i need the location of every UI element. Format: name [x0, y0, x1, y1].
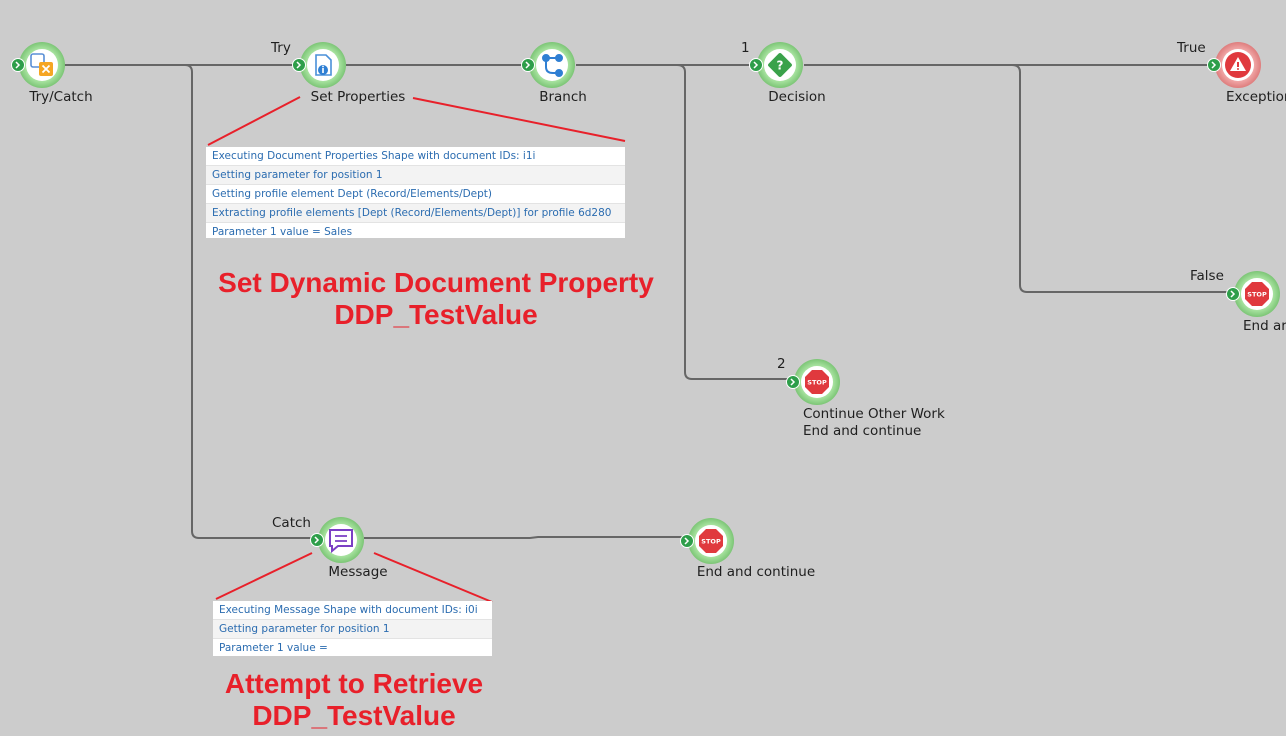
annotation-set-line2: DDP_TestValue [334, 299, 538, 330]
path-label-branch-1: 1 [741, 40, 750, 56]
pointer-set-left [207, 96, 301, 146]
stop-icon: STOP [1245, 282, 1269, 306]
exception-shape[interactable] [1207, 42, 1262, 88]
message-icon [329, 529, 353, 554]
try-catch-icon [30, 53, 53, 76]
pointer-msg-left [215, 552, 313, 600]
svg-text:STOP: STOP [1247, 291, 1267, 299]
stop-branch2-shape[interactable]: STOP [786, 359, 841, 405]
annotation-attempt-retrieve: Attempt to Retrieve DDP_TestValue [225, 668, 483, 732]
log-row: Parameter 1 value = [213, 639, 492, 656]
stop-false-label: End ar [1243, 318, 1286, 334]
path-label-catch: Catch [272, 515, 311, 531]
decision-icon: ? [768, 53, 792, 77]
try-catch-shape[interactable] [11, 42, 66, 88]
decision-label: Decision [768, 89, 826, 105]
pointer-set-right [412, 97, 626, 142]
path-label-branch-2: 2 [777, 356, 786, 372]
stop-catch-label: End and continue [696, 564, 816, 580]
branch-shape[interactable] [521, 42, 576, 88]
annotation-attempt-line1: Attempt to Retrieve [224, 668, 484, 699]
connector-branch-2[interactable] [676, 64, 792, 380]
stop-icon: STOP [805, 370, 829, 394]
pointer-msg-right [373, 552, 493, 603]
connector-message-stop[interactable] [364, 536, 687, 539]
stop-branch2-label-line2: End and continue [803, 423, 922, 439]
log-row: Executing Document Properties Shape with… [206, 147, 625, 166]
log-row: Executing Message Shape with document ID… [213, 601, 492, 620]
branch-label: Branch [539, 89, 587, 105]
stop-branch2-label-line1: Continue Other Work [803, 406, 945, 422]
document-properties-icon [315, 54, 332, 76]
path-label-try: Try [271, 40, 291, 56]
annotation-set-ddp: Set Dynamic Document Property DDP_TestVa… [218, 267, 654, 331]
message-shape[interactable] [310, 517, 365, 563]
svg-text:STOP: STOP [701, 538, 721, 546]
exception-warning-icon [1225, 52, 1251, 78]
message-log-panel: Executing Message Shape with document ID… [213, 601, 492, 656]
annotation-pointers [207, 96, 626, 603]
try-catch-label: Try/Catch [29, 89, 93, 105]
connector-decision-false[interactable] [1011, 64, 1233, 293]
annotation-attempt-line2: DDP_TestValue [252, 700, 456, 731]
decision-shape[interactable]: ? [749, 42, 804, 88]
log-row: Getting parameter for position 1 [206, 166, 625, 185]
exception-label: Exception [1226, 89, 1286, 105]
set-properties-label: Set Properties [310, 89, 406, 105]
log-row: Extracting profile elements [Dept (Recor… [206, 204, 625, 223]
log-row: Getting profile element Dept (Record/Ele… [206, 185, 625, 204]
stop-false-shape[interactable]: STOP [1226, 271, 1281, 317]
set-properties-log-panel: Executing Document Properties Shape with… [206, 147, 625, 238]
svg-text:STOP: STOP [807, 379, 827, 387]
connector-catch[interactable] [184, 64, 316, 539]
set-properties-shape[interactable] [292, 42, 347, 88]
path-label-true: True [1177, 40, 1206, 56]
connectors [62, 64, 1233, 539]
path-label-false: False [1190, 268, 1224, 284]
message-label: Message [328, 564, 388, 580]
annotation-set-line1: Set Dynamic Document Property [218, 267, 654, 298]
branch-icon [542, 54, 563, 77]
svg-text:?: ? [777, 59, 784, 73]
stop-icon: STOP [699, 529, 723, 553]
stop-catch-shape[interactable]: STOP [680, 518, 735, 564]
log-row: Parameter 1 value = Sales [206, 223, 625, 238]
log-row: Getting parameter for position 1 [213, 620, 492, 639]
